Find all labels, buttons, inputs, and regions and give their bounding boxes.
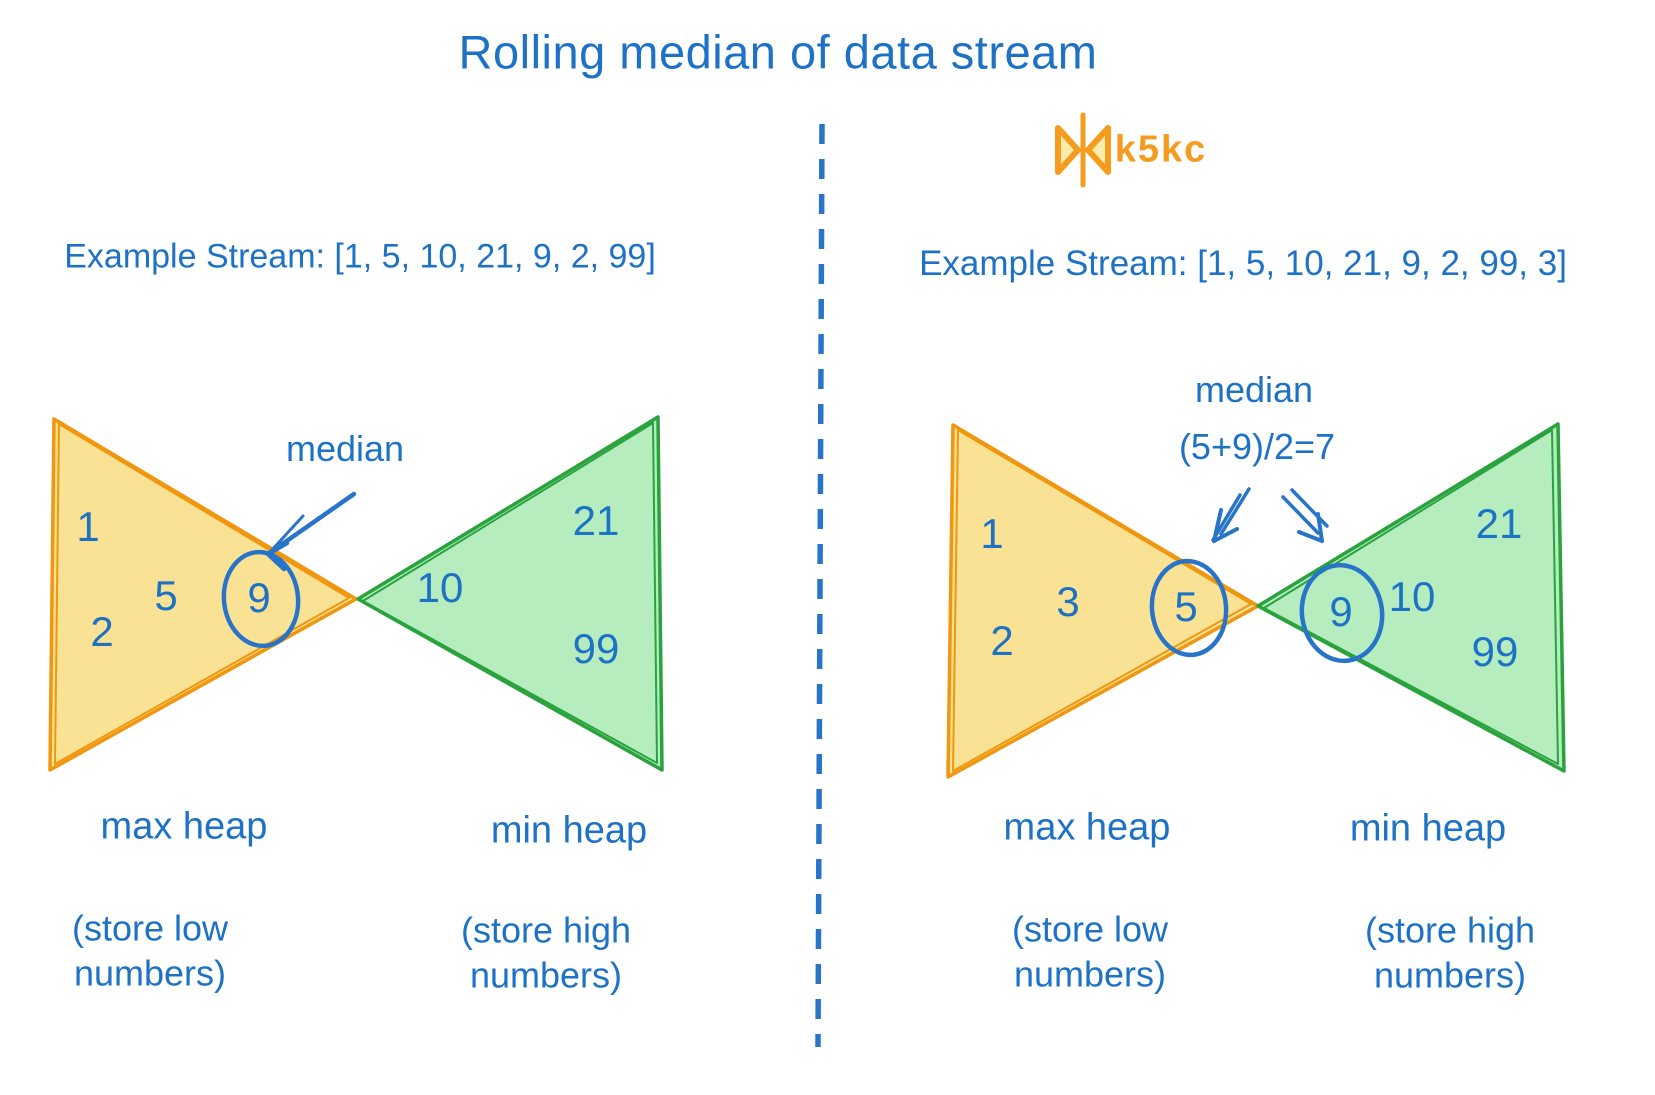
left-median-label: median [285, 428, 405, 469]
right-min-heap-value: 99 [1471, 628, 1519, 675]
right-max-heap-triangle [946, 423, 1260, 779]
left-max-heap-median-value: 9 [247, 574, 271, 621]
right-min-heap-median-value: 9 [1329, 588, 1353, 635]
right-max-heap-value: 1 [980, 510, 1004, 557]
right-median-label: median [1194, 369, 1314, 410]
right-max-heap-value: 3 [1056, 578, 1080, 625]
right-min-heap-value: 10 [1388, 573, 1436, 620]
butterfly-bowtie-icon [1055, 112, 1111, 188]
page-title: Rolling median of data stream [458, 25, 1098, 79]
right-max-heap-value: 2 [990, 617, 1014, 664]
left-max-heap-value: 2 [90, 608, 114, 655]
logo-text: k5kc [1114, 128, 1208, 171]
left-min-heap-note: (store high numbers) [460, 909, 632, 995]
right-median-formula: (5+9)/2=7 [1178, 426, 1336, 467]
right-stream-label: Example Stream: [1, 5, 10, 21, 9, 2, 99,… [919, 244, 1567, 283]
left-min-heap-value: 21 [572, 497, 620, 544]
left-median-arrow [265, 491, 357, 572]
left-max-heap-note: (store low numbers) [71, 907, 229, 993]
right-min-heap-triangle [1256, 422, 1566, 773]
left-stream-label: Example Stream: [1, 5, 10, 21, 9, 2, 99] [64, 237, 656, 276]
dashed-divider [815, 123, 825, 1048]
left-min-heap-value: 10 [416, 564, 464, 611]
right-min-heap-note: (store high numbers) [1364, 909, 1536, 995]
left-min-heap-value: 99 [572, 625, 620, 672]
right-median-arrow-left [1211, 487, 1251, 543]
left-max-heap-value: 1 [76, 503, 100, 550]
left-max-heap-value: 5 [154, 572, 178, 619]
right-max-heap-label: max heap [1003, 806, 1171, 849]
right-max-heap-note: (store low numbers) [1011, 908, 1169, 994]
right-min-heap-value: 21 [1475, 500, 1523, 547]
right-max-median-circle [1149, 558, 1229, 658]
left-min-heap-label: min heap [490, 809, 648, 852]
right-min-median-circle [1299, 562, 1385, 664]
left-median-circle [221, 549, 301, 649]
right-max-heap-median-value: 5 [1174, 583, 1198, 630]
right-min-heap-label: min heap [1349, 807, 1507, 850]
right-median-arrow-right [1281, 488, 1329, 543]
left-max-heap-triangle [48, 417, 358, 772]
left-min-heap-triangle [356, 415, 664, 772]
left-max-heap-label: max heap [100, 805, 268, 848]
